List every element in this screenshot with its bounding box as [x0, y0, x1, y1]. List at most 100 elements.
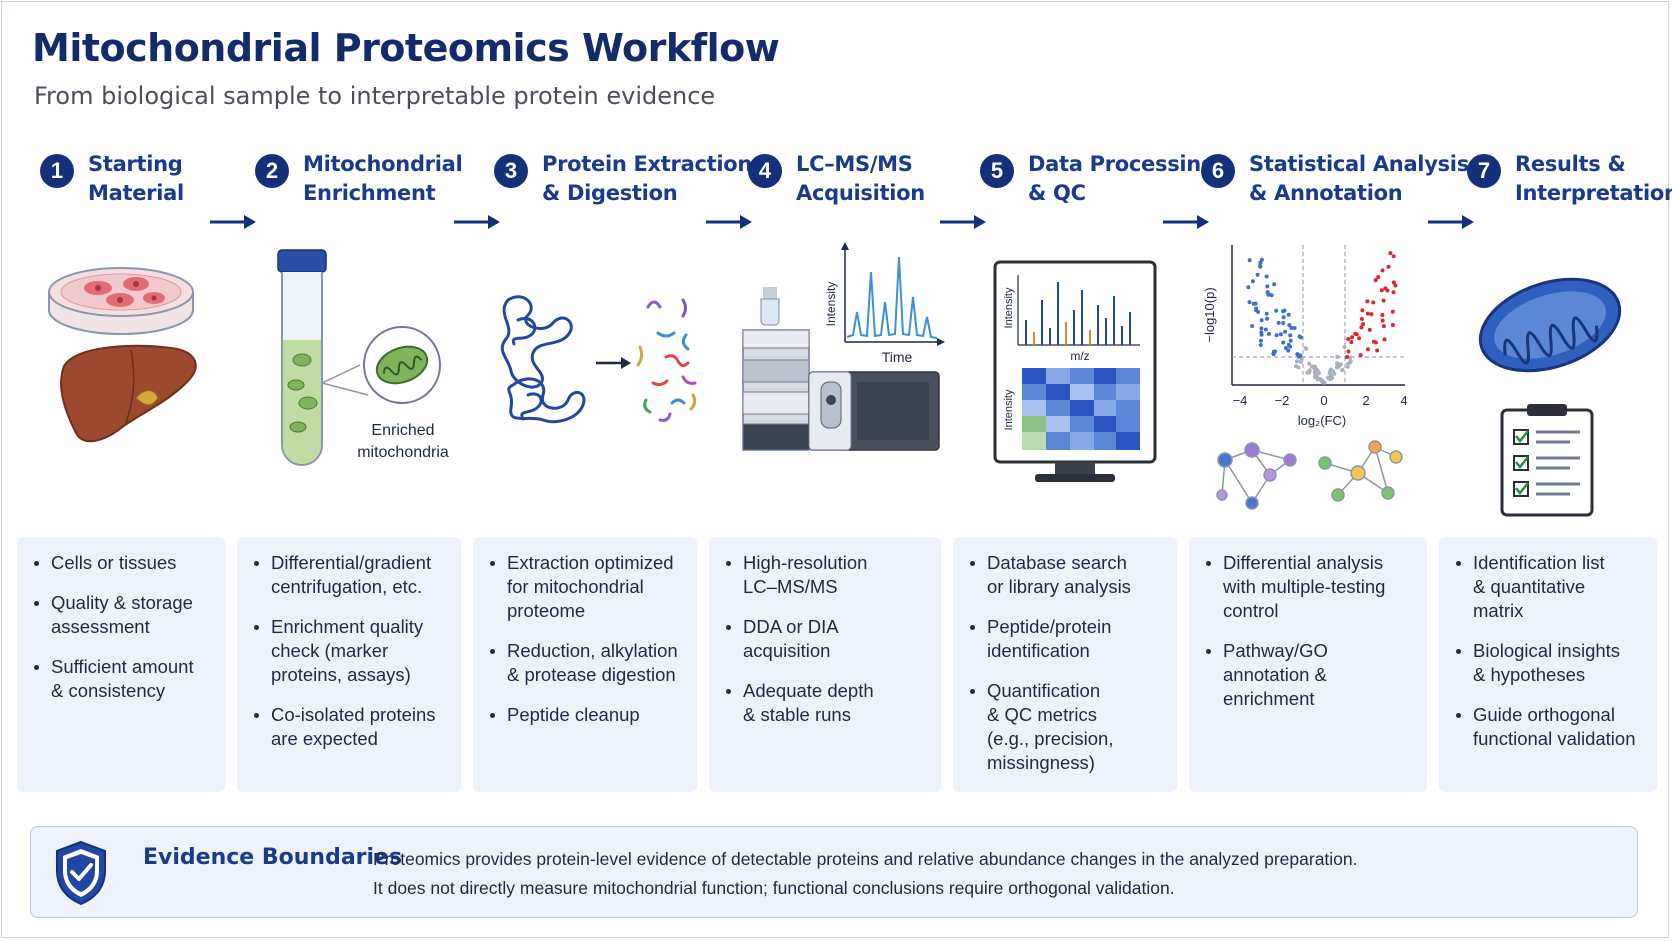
- volcano-point: [1361, 322, 1366, 327]
- bullet-line: & QC metrics: [987, 704, 1097, 725]
- volcano-point: [1255, 272, 1260, 277]
- volcano-point: [1380, 313, 1385, 317]
- volcano-point: [1288, 338, 1293, 343]
- volcano-point: [1386, 264, 1391, 269]
- volcano-point: [1332, 371, 1337, 376]
- volcano-point: [1365, 347, 1370, 352]
- volcano-point: [1346, 349, 1351, 354]
- spectrum-xlabel: m/z: [1070, 349, 1089, 363]
- lc-ms-instrument-illustration: Intensity Time: [742, 242, 945, 451]
- bullet-item: Quantification& QC metrics(e.g., precisi…: [970, 679, 1163, 775]
- petri-dish-liver-illustration: [48, 267, 197, 443]
- volcano-point: [1265, 284, 1270, 289]
- step-1-title: Starting Material: [88, 150, 184, 208]
- bullet-line: Pathway/GO: [1223, 640, 1328, 661]
- volcano-point: [1286, 348, 1291, 353]
- step-3-title-line: Protein Extraction: [542, 152, 753, 176]
- bullet-line: & hypotheses: [1473, 664, 1586, 685]
- volcano-point: [1292, 326, 1297, 330]
- volcano-point: [1390, 309, 1395, 314]
- volcano-tick: 2: [1362, 393, 1369, 408]
- volcano-point: [1259, 257, 1264, 262]
- flow-arrow-icon: [1163, 215, 1209, 229]
- step-4-header: 4 LC–MS/MS Acquisition: [748, 150, 925, 208]
- flow-arrow-icon: [1428, 215, 1474, 229]
- volcano-point: [1348, 355, 1352, 360]
- volcano-tick: −2: [1275, 393, 1290, 408]
- step-3-title: Protein Extraction & Digestion: [542, 150, 752, 208]
- bullet-line: enrichment: [1223, 688, 1315, 709]
- step-4-title: LC–MS/MS Acquisition: [796, 150, 925, 208]
- volcano-point: [1246, 285, 1251, 290]
- bullet-line: Co-isolated proteins: [271, 704, 436, 725]
- volcano-point: [1371, 300, 1376, 305]
- bullet-item: Reduction, alkylation& protease digestio…: [490, 639, 683, 687]
- bullet-line: & consistency: [51, 680, 166, 701]
- bullet-item: Cells or tissues: [34, 551, 211, 575]
- volcano-point: [1335, 361, 1340, 366]
- volcano-point: [1369, 312, 1374, 317]
- step-4-title-line: Acquisition: [796, 181, 925, 205]
- bullet-line: proteins, assays): [271, 664, 411, 685]
- statistics-illustration: −log10(p) −4 −2 0 2 4 log₂(FC): [1202, 245, 1408, 510]
- evidence-title: Evidence Boundaries: [143, 845, 403, 870]
- volcano-point: [1328, 377, 1333, 382]
- volcano-point: [1340, 368, 1345, 373]
- volcano-point: [1259, 332, 1264, 337]
- volcano-point: [1288, 333, 1293, 338]
- bullet-line: DDA or DIA: [743, 616, 839, 637]
- petri-dish-icon: [48, 267, 194, 335]
- bullet-line: acquisition: [743, 640, 831, 661]
- volcano-point: [1385, 288, 1390, 293]
- flow-arrow-icon: [940, 215, 986, 229]
- step-7-title-line: Results &: [1515, 152, 1626, 176]
- volcano-point: [1286, 312, 1291, 317]
- volcano-point: [1264, 311, 1269, 316]
- flow-arrow-icon: [210, 215, 256, 229]
- volcano-plot-chart: −log10(p) −4 −2 0 2 4 log₂(FC): [1202, 245, 1408, 428]
- step-3-header: 3 Protein Extraction & Digestion: [494, 150, 752, 208]
- mitochondrion-icon: [1478, 277, 1622, 373]
- volcano-tick: 4: [1400, 393, 1407, 408]
- step-7-header: 7 Results & Interpretation: [1467, 150, 1672, 208]
- volcano-point: [1303, 346, 1308, 351]
- peptides-icon: [636, 298, 697, 422]
- volcano-point: [1264, 274, 1269, 279]
- volcano-point: [1258, 338, 1263, 343]
- protein-icon: [500, 295, 586, 424]
- volcano-point: [1294, 359, 1299, 364]
- volcano-point: [1267, 331, 1271, 336]
- volcano-point: [1388, 251, 1393, 256]
- bullet-line: High-resolution: [743, 552, 868, 573]
- volcano-point: [1375, 348, 1380, 353]
- bullet-line: Differential/gradient: [271, 552, 432, 573]
- step-2-header: 2 Mitochondrial Enrichment: [255, 150, 463, 208]
- volcano-point: [1313, 374, 1318, 379]
- volcano-point: [1259, 326, 1264, 331]
- volcano-point: [1315, 372, 1320, 376]
- volcano-point: [1346, 337, 1351, 341]
- flow-arrow-icon: [454, 215, 500, 229]
- volcano-point: [1367, 327, 1372, 332]
- data-processing-monitor-illustration: Intensity m/z Intensity: [993, 260, 1157, 482]
- chromatogram-chart: Intensity Time: [824, 242, 945, 365]
- flow-arrow-icon: [706, 215, 752, 229]
- volcano-point: [1342, 345, 1347, 350]
- step-6-number: 6: [1201, 154, 1235, 188]
- volcano-point: [1287, 323, 1292, 328]
- bullet-line: LC–MS/MS: [743, 576, 838, 597]
- step-6-title: Statistical Analysis & Annotation: [1249, 150, 1469, 208]
- volcano-point: [1379, 288, 1384, 293]
- step-3-number: 3: [494, 154, 528, 188]
